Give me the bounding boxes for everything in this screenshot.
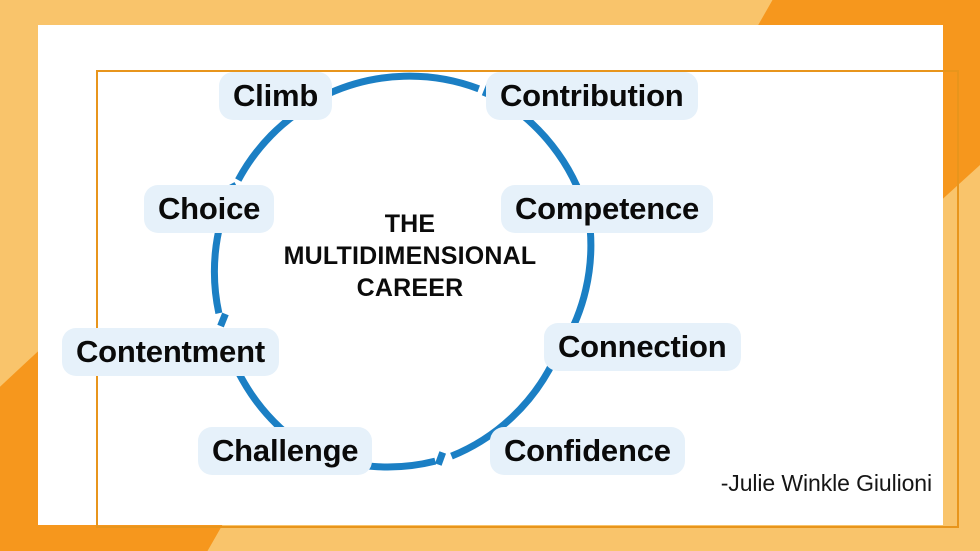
node-contentment[interactable]: Contentment <box>62 328 279 376</box>
ring-tick-5 <box>434 451 447 466</box>
node-contribution[interactable]: Contribution <box>486 72 698 120</box>
ring-segment-4 <box>450 357 558 460</box>
node-connection[interactable]: Connection <box>544 323 741 371</box>
center-title-line-2: MULTIDIMENSIONAL <box>283 242 537 270</box>
node-competence[interactable]: Competence <box>501 185 714 233</box>
inner-orange-frame <box>96 70 959 528</box>
attribution-text: -Julie Winkle Giulioni <box>720 470 932 496</box>
node-confidence[interactable]: Confidence <box>490 427 685 475</box>
ring-segment-1 <box>328 72 480 97</box>
ring-tick-7 <box>217 312 229 328</box>
center-title-line-3: CAREER <box>356 274 464 302</box>
node-climb[interactable]: Climb <box>219 72 333 120</box>
center-title-line-1: THE <box>384 210 436 238</box>
center-title: THE MULTIDIMENSIONAL CAREER <box>265 208 555 304</box>
node-challenge[interactable]: Challenge <box>198 427 373 475</box>
node-choice[interactable]: Choice <box>144 185 275 233</box>
